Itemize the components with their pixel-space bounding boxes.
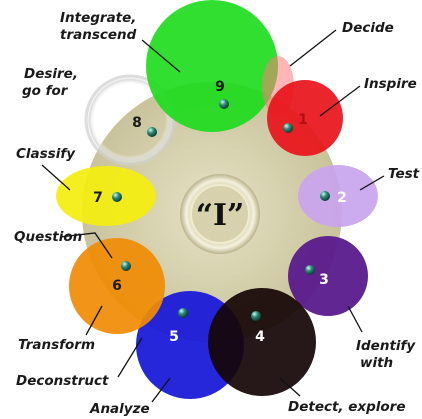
bead-3 bbox=[305, 265, 315, 275]
bead-5 bbox=[178, 308, 188, 318]
node-8-number: 8 bbox=[132, 115, 142, 131]
bead-1 bbox=[283, 123, 293, 133]
label-question: Question bbox=[14, 229, 82, 245]
leader-decide bbox=[290, 30, 336, 66]
node-2-number: 2 bbox=[337, 190, 347, 206]
bead-6 bbox=[121, 261, 131, 271]
leader-identify bbox=[348, 306, 362, 332]
label-inspire: Inspire bbox=[364, 76, 417, 92]
label-classify: Classify bbox=[16, 146, 76, 162]
label-transform: Transform bbox=[18, 337, 95, 353]
label-go-for: go for bbox=[22, 83, 69, 99]
bead-9 bbox=[219, 99, 229, 109]
label-test: Test bbox=[388, 166, 420, 182]
node-7-circle bbox=[56, 166, 156, 226]
label-transcend: transcend bbox=[60, 27, 137, 43]
node-1-number: 1 bbox=[298, 112, 308, 128]
label-integrate: Integrate, bbox=[60, 10, 136, 26]
label-deconstruct: Deconstruct bbox=[16, 373, 109, 389]
node-5-number: 5 bbox=[169, 329, 179, 345]
node-4-number: 4 bbox=[255, 329, 265, 345]
bead-7 bbox=[112, 192, 122, 202]
label-analyze: Analyze bbox=[89, 401, 150, 417]
bead-4 bbox=[251, 311, 261, 321]
center-label: “I” bbox=[196, 198, 245, 233]
label-identify: Identify bbox=[356, 338, 416, 354]
label-desire: Desire, bbox=[24, 66, 78, 82]
bead-8 bbox=[147, 127, 157, 137]
node-9-number: 9 bbox=[215, 79, 225, 95]
label-decide: Decide bbox=[342, 20, 394, 36]
label-detect-explore: Detect, explore bbox=[288, 399, 406, 415]
node-7-number: 7 bbox=[93, 190, 103, 206]
label-with: with bbox=[360, 355, 393, 371]
bead-2 bbox=[320, 191, 330, 201]
node-6-number: 6 bbox=[112, 278, 122, 294]
leader-classify bbox=[42, 165, 70, 190]
node-3-number: 3 bbox=[319, 272, 329, 288]
node-9-circle bbox=[146, 0, 278, 132]
